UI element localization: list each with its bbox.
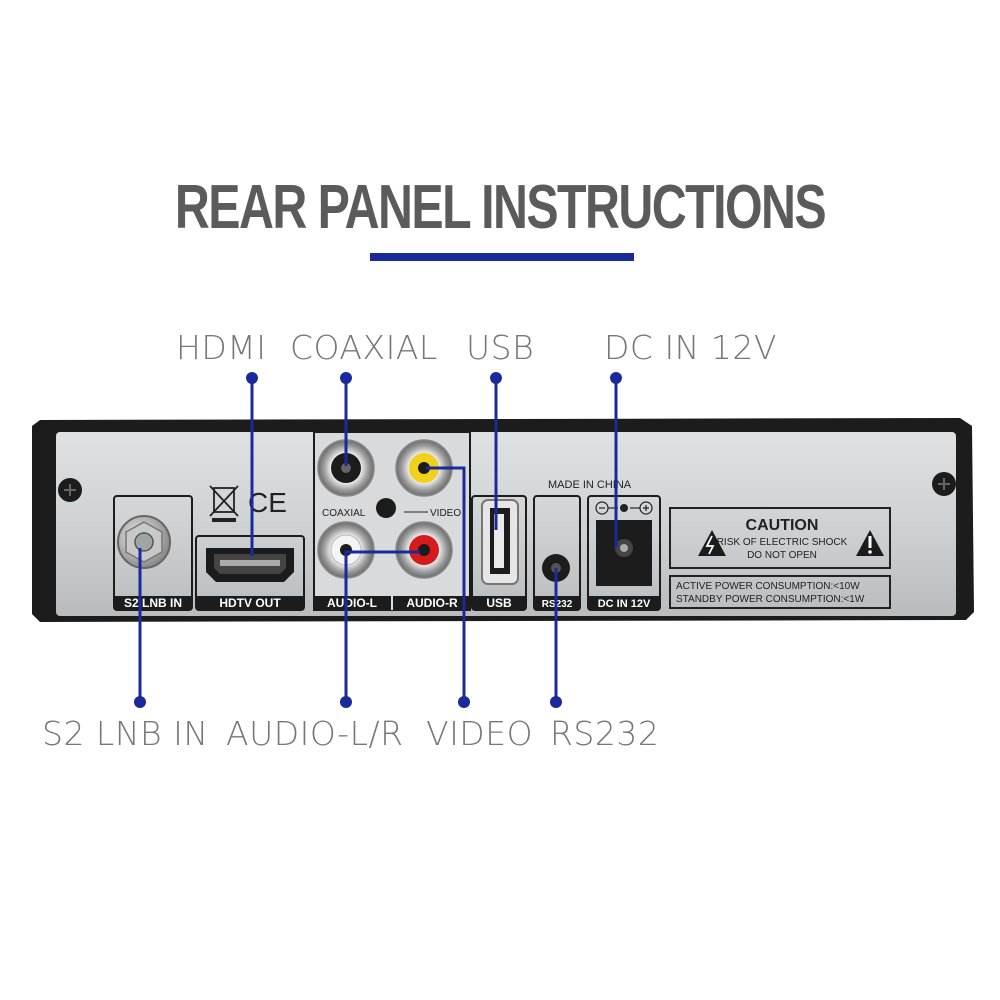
caution-label: CAUTION RISK OF ELECTRIC SHOCK DO NOT OP…: [669, 507, 891, 569]
warning-left-icon: [698, 530, 726, 556]
label-dc: DC IN 12V: [598, 598, 651, 610]
label-audio-r: AUDIO-R: [406, 596, 458, 610]
power-standby: STANDBY POWER CONSUMPTION:<1W: [676, 594, 865, 605]
label-lnb: S2 LNB IN: [124, 596, 182, 610]
dot-lnb: [134, 696, 146, 708]
dot-rs232: [550, 696, 562, 708]
coaxial-text: COAXIAL: [322, 508, 366, 519]
callout-hdmi: HDMI: [176, 328, 267, 367]
callout-usb: USB: [466, 328, 535, 367]
label-audio-l: AUDIO-L: [327, 596, 377, 610]
dot-hdmi: [246, 372, 258, 384]
video-text: VIDEO: [430, 508, 461, 519]
callout-audio-lr: AUDIO-L/R: [226, 714, 404, 753]
port-lnb: S2 LNB IN: [113, 495, 193, 611]
dot-usb: [490, 372, 502, 384]
caution-title: CAUTION: [746, 517, 819, 534]
page-title: REAR PANEL INSTRUCTIONS: [174, 173, 827, 242]
rca-screw-icon: [376, 498, 396, 518]
callout-dc-in: DC IN 12V: [604, 328, 777, 367]
label-hdmi: HDTV OUT: [219, 596, 281, 610]
callout-rs232: RS232: [550, 714, 660, 753]
power-label: ACTIVE POWER CONSUMPTION:<10W STANDBY PO…: [669, 575, 891, 609]
leader-lines: [134, 372, 622, 708]
dot-dc: [610, 372, 622, 384]
dot-audio: [340, 696, 352, 708]
dot-coaxial: [340, 372, 352, 384]
power-active: ACTIVE POWER CONSUMPTION:<10W: [676, 581, 860, 592]
label-usb: USB: [486, 596, 512, 610]
caution-line2: DO NOT OPEN: [747, 550, 817, 561]
made-in-text: MADE IN CHINA: [548, 479, 632, 491]
port-usb: USB: [471, 495, 527, 611]
title-underline: [370, 253, 634, 261]
port-dc: DC IN 12V: [587, 495, 661, 611]
callout-s2-lnb-in: S2 LNB IN: [42, 714, 209, 753]
ce-mark: CE: [248, 487, 287, 518]
callout-video: VIDEO: [426, 714, 534, 753]
port-rca-block: COAXIAL VIDEO AUDIO-L AUDIO-R: [313, 431, 471, 611]
callout-coaxial: COAXIAL: [290, 328, 438, 367]
dot-video: [458, 696, 470, 708]
caution-line1: RISK OF ELECTRIC SHOCK: [717, 537, 848, 548]
weee-icon: [209, 485, 239, 522]
port-hdmi: HDTV OUT: [195, 535, 305, 611]
